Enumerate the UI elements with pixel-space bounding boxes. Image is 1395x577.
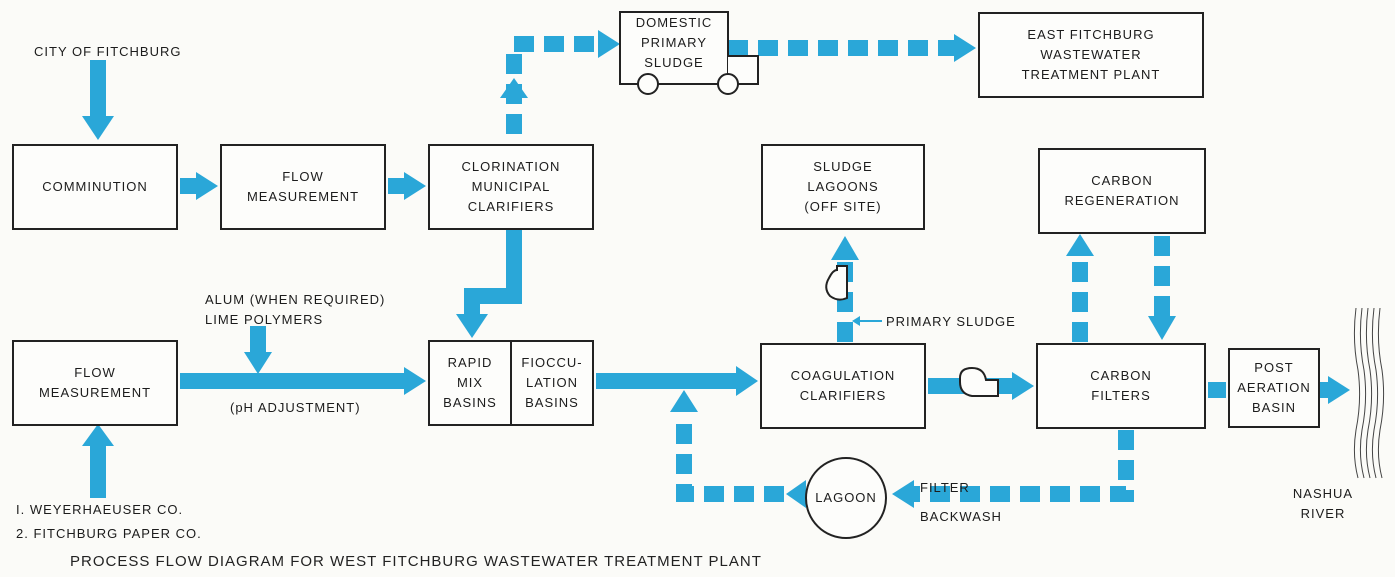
- domestic-sludge-label: DOMESTIC PRIMARY SLUDGE: [635, 15, 713, 70]
- arrow-sources-up: [82, 424, 114, 498]
- east-fitchburg-box: EAST FITCHBURG WASTEWATER TREATMENT PLAN…: [978, 12, 1204, 98]
- pump-horizontal-icon: [959, 366, 999, 397]
- flow-measurement-bottom-box: FLOW MEASUREMENT: [12, 340, 178, 426]
- carbon-regeneration-label: CARBON REGENERATION: [1064, 173, 1180, 208]
- arrow-alum-down: [244, 326, 272, 374]
- flow-measurement-top-label: FLOW MEASUREMENT: [246, 169, 360, 204]
- rapid-mix-label: RAPID MIX BASINS: [443, 355, 497, 410]
- arrow-basins-to-coagulation: [596, 366, 758, 396]
- filter-label: FILTER: [920, 480, 970, 495]
- sludge-truck-icon: [619, 11, 759, 95]
- clorination-label: CLORINATION MUNICIPAL CLARIFIERS: [461, 159, 561, 214]
- post-aeration-label: POST AERATION BASIN: [1237, 360, 1311, 415]
- primary-sludge-label: PRIMARY SLUDGE: [886, 314, 1016, 329]
- flow-measurement-bottom-label: FLOW MEASUREMENT: [38, 365, 152, 400]
- arrow-filters-backwash-to-lagoon: [892, 430, 1134, 508]
- nashua-river-icon: [1353, 307, 1385, 479]
- clorination-box: CLORINATION MUNICIPAL CLARIFIERS: [428, 144, 594, 230]
- flocculation-label: FIOCCU- LATION BASINS: [521, 355, 583, 410]
- ph-label: (pH ADJUSTMENT): [230, 400, 361, 415]
- carbon-filters-label: CARBON FILTERS: [1090, 368, 1152, 403]
- domestic-sludge-box: DOMESTIC PRIMARY SLUDGE: [620, 12, 728, 74]
- primary-sludge-pointer: [852, 316, 882, 326]
- pump-icon: [825, 265, 848, 301]
- east-fitchburg-label: EAST FITCHBURG WASTEWATER TREATMENT PLAN…: [1021, 27, 1161, 82]
- carbon-filters-box: CARBON FILTERS: [1036, 343, 1206, 429]
- arrow-clorination-to-sludge-truck: [500, 30, 620, 134]
- arrow-flow-to-rapid-mix: [180, 367, 426, 395]
- arrow-lagoon-to-basins: [670, 390, 806, 508]
- carbon-regeneration-box: CARBON REGENERATION: [1038, 148, 1206, 234]
- source-1-label: I. WEYERHAEUSER CO.: [16, 502, 184, 517]
- lagoon-label: LAGOON: [815, 490, 877, 505]
- coagulation-box: COAGULATION CLARIFIERS: [760, 343, 926, 429]
- comminution-box: COMMINUTION: [12, 144, 178, 230]
- city-label: CITY OF FITCHBURG: [34, 44, 182, 59]
- alum-label: ALUM (WHEN REQUIRED) LIME POLYMERS: [205, 292, 386, 327]
- nashua-river-label: NASHUA RIVER: [1292, 486, 1354, 521]
- arrow-post-aeration-to-river: [1320, 376, 1350, 404]
- comminution-label: COMMINUTION: [42, 179, 148, 194]
- sludge-lagoons-box: SLUDGE LAGOONS (OFF SITE): [761, 144, 925, 230]
- arrow-filters-to-regeneration: [1066, 234, 1094, 342]
- backwash-label: BACKWASH: [920, 509, 1002, 524]
- rapid-mix-box: RAPID MIX BASINS: [428, 340, 512, 426]
- source-2-label: 2. FITCHBURG PAPER CO.: [16, 526, 202, 541]
- arrow-clorination-to-rapid-mix: [456, 230, 522, 338]
- lagoon-label-box: LAGOON: [806, 486, 886, 510]
- post-aeration-box: POST AERATION BASIN: [1228, 348, 1320, 428]
- arrow-comminution-to-flow: [180, 172, 218, 200]
- arrow-truck-to-east-fitchburg: [728, 34, 976, 62]
- arrow-flow-to-clorination: [388, 172, 426, 200]
- lagoon-circle: [805, 457, 887, 539]
- arrow-city-to-comminution: [82, 60, 114, 140]
- flow-measurement-top-box: FLOW MEASUREMENT: [220, 144, 386, 230]
- coagulation-label: COAGULATION CLARIFIERS: [790, 368, 896, 403]
- arrow-regeneration-to-filters: [1148, 236, 1176, 340]
- flocculation-box: FIOCCU- LATION BASINS: [510, 340, 594, 426]
- sludge-lagoons-label: SLUDGE LAGOONS (OFF SITE): [804, 159, 882, 214]
- diagram-caption: PROCESS FLOW DIAGRAM FOR WEST FITCHBURG …: [70, 553, 762, 570]
